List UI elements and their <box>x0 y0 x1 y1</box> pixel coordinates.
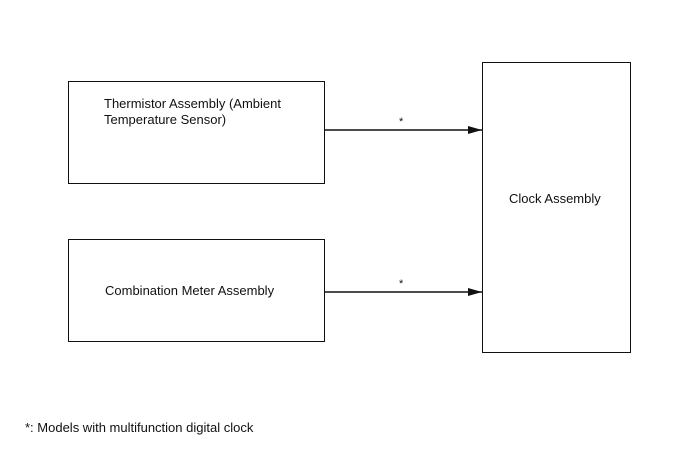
footnote: *: Models with multifunction digital clo… <box>25 420 254 435</box>
thermistor-assembly-block: Thermistor Assembly (Ambient Temperature… <box>68 81 325 184</box>
clock-assembly-label: Clock Assembly <box>509 191 601 206</box>
meter-to-clock-asterisk: * <box>399 278 404 290</box>
thermistor-assembly-label: Thermistor Assembly (Ambient Temperature… <box>104 96 281 127</box>
combination-meter-assembly-label: Combination Meter Assembly <box>105 283 275 298</box>
combination-meter-assembly-block: Combination Meter Assembly <box>68 239 325 342</box>
clock-assembly-block: Clock Assembly <box>482 62 631 353</box>
thermistor-to-clock-asterisk: * <box>399 116 404 128</box>
